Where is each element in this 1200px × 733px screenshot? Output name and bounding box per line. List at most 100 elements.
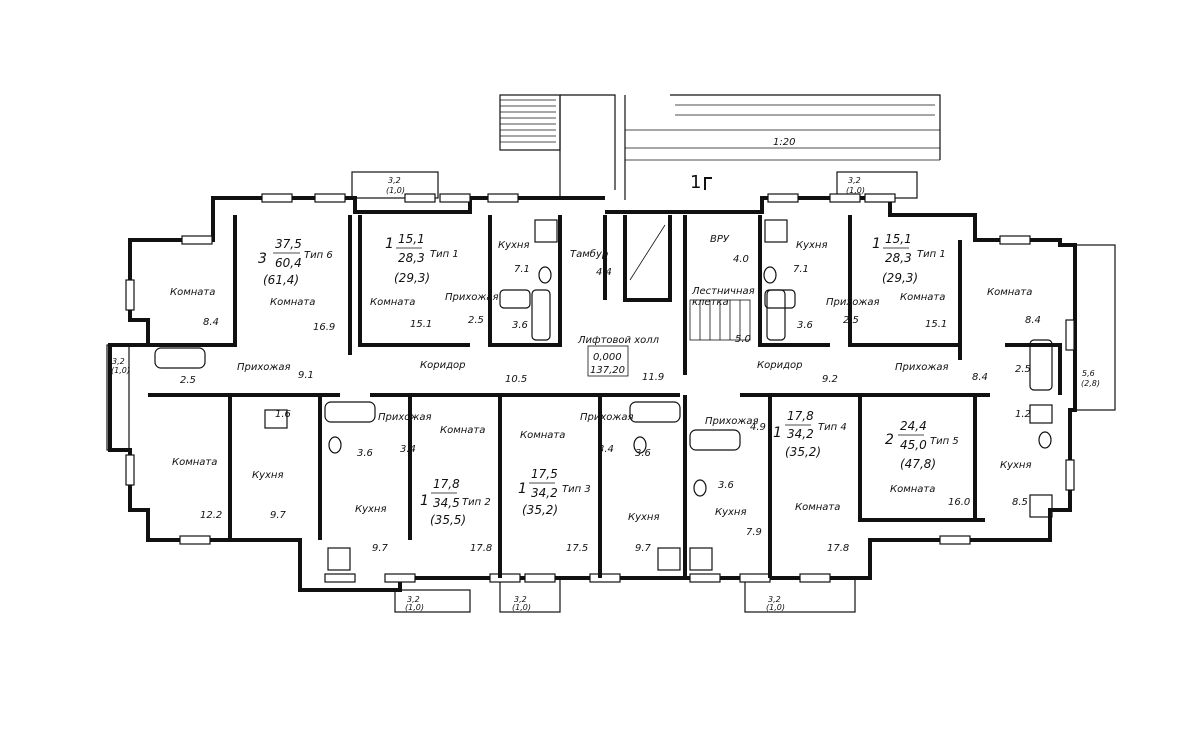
svg-text:Тип 5: Тип 5 (930, 436, 959, 447)
svg-text:9.1: 9.1 (298, 370, 314, 381)
svg-text:17.8: 17.8 (470, 543, 492, 554)
svg-text:1: 1 (872, 236, 881, 252)
svg-text:3.6: 3.6 (635, 448, 651, 459)
svg-text:5.0: 5.0 (735, 334, 751, 345)
svg-text:16.0: 16.0 (948, 497, 970, 508)
room-label-prikhozhaya-4: Прихожая (895, 362, 949, 373)
svg-text:3: 3 (258, 251, 267, 267)
section-mark: 1 (690, 172, 701, 193)
svg-text:2.5: 2.5 (468, 315, 484, 326)
room-labels: Комната Комната Комната Кухня Тамбур При… (170, 234, 1032, 523)
room-label-prikhozhaya-2: Прихожая (826, 297, 880, 308)
svg-text:2: 2 (885, 432, 894, 448)
room-label-kukhnya-4: Кухня (355, 504, 387, 515)
svg-text:8.4: 8.4 (1025, 315, 1041, 326)
room-label-komnata-7: Комната (520, 430, 565, 441)
apartment-type-1-left: 1 15,1 28,3 Тип 1 (29,3) (385, 232, 459, 285)
room-label-komnata-5: Комната (987, 287, 1032, 298)
interior-walls (148, 215, 1062, 578)
svg-text:2.5: 2.5 (180, 375, 196, 386)
svg-text:(1,0): (1,0) (405, 603, 424, 612)
svg-text:3.4: 3.4 (400, 444, 416, 455)
svg-text:9.7: 9.7 (372, 543, 389, 554)
svg-text:28,3: 28,3 (885, 251, 912, 265)
svg-text:7.1: 7.1 (793, 264, 809, 275)
svg-text:4.4: 4.4 (596, 267, 612, 278)
svg-text:(47,8): (47,8) (900, 457, 936, 471)
svg-text:1: 1 (773, 425, 782, 441)
room-label-komnata-6: Комната (440, 425, 485, 436)
svg-text:(2,8): (2,8) (1081, 379, 1100, 388)
room-label-komnata-3: Комната (370, 297, 415, 308)
svg-text:9.7: 9.7 (635, 543, 652, 554)
elevation-value: 0,000 (593, 352, 622, 363)
svg-text:34,5: 34,5 (433, 496, 460, 510)
stair (629, 224, 751, 341)
svg-text:17,5: 17,5 (531, 467, 558, 481)
svg-text:15,1: 15,1 (885, 232, 912, 246)
room-label-kukhnya-1: Кухня (498, 240, 530, 251)
svg-text:34,2: 34,2 (531, 486, 558, 500)
svg-text:Тип 3: Тип 3 (562, 484, 591, 495)
svg-text:2.5: 2.5 (1015, 364, 1031, 375)
elevation-area: 137,20 (590, 365, 625, 376)
svg-text:3.6: 3.6 (797, 320, 813, 331)
svg-text:15.1: 15.1 (410, 319, 432, 330)
svg-text:1: 1 (385, 236, 394, 252)
apartment-type-1-right: 1 15,1 28,3 Тип 1 (29,3) (872, 232, 946, 285)
scale-label: 1:20 (773, 137, 795, 148)
svg-text:15.1: 15.1 (925, 319, 947, 330)
apartment-type-3: 1 17,5 34,2 Тип 3 (35,2) (518, 467, 591, 517)
balconies (106, 171, 1116, 613)
svg-text:12.2: 12.2 (200, 510, 222, 521)
svg-text:(35,5): (35,5) (430, 513, 466, 527)
apartment-type-4: 1 17,8 34,2 Тип 4 (35,2) (773, 409, 847, 459)
svg-text:8.4: 8.4 (972, 372, 988, 383)
svg-text:34,2: 34,2 (787, 427, 814, 441)
room-label-kukhnya-6: Кухня (715, 507, 747, 518)
room-label-koridor-1: Коридор (420, 360, 465, 371)
svg-text:10.5: 10.5 (505, 374, 527, 385)
room-label-komnata-1: Комната (170, 287, 215, 298)
room-label-kukhnya-5: Кухня (628, 512, 660, 523)
svg-text:60,4: 60,4 (275, 256, 302, 270)
svg-text:28,3: 28,3 (398, 251, 425, 265)
svg-text:3,2: 3,2 (514, 595, 527, 604)
svg-text:4.0: 4.0 (733, 254, 749, 265)
svg-text:3,2: 3,2 (112, 357, 125, 366)
windows (125, 193, 1075, 583)
svg-text:24,4: 24,4 (900, 419, 927, 433)
svg-text:17.5: 17.5 (566, 543, 588, 554)
svg-text:5,6: 5,6 (1082, 369, 1095, 378)
svg-text:17,8: 17,8 (787, 409, 814, 423)
room-label-lift-hall: Лифтовой холл (577, 335, 660, 346)
svg-text:(35,2): (35,2) (522, 503, 558, 517)
svg-text:Тип 6: Тип 6 (304, 250, 333, 261)
apartment-type-5: 2 24,4 45,0 Тип 5 (47,8) (885, 419, 959, 471)
plumbing-fixtures (154, 219, 1053, 571)
room-label-koridor-2: Коридор (757, 360, 802, 371)
room-label-kukhnya-2: Кухня (796, 240, 828, 251)
room-label-lestnichnaya-2: клетка (692, 297, 729, 308)
elevation-box (587, 345, 629, 377)
room-label-tambur: Тамбур (570, 248, 608, 260)
svg-text:Тип 1: Тип 1 (917, 249, 946, 260)
room-label-kukhnya-3: Кухня (252, 470, 284, 481)
svg-text:(1,0): (1,0) (846, 186, 865, 195)
svg-text:(61,4): (61,4) (263, 273, 299, 287)
svg-text:1.6: 1.6 (275, 409, 291, 420)
svg-text:(35,2): (35,2) (785, 445, 821, 459)
svg-text:45,0: 45,0 (900, 438, 927, 452)
room-label-komnata-10: Комната (890, 484, 935, 495)
room-label-kukhnya-7: Кухня (1000, 460, 1032, 471)
room-label-komnata-4: Комната (900, 292, 945, 303)
balcony-labels: 3,2 (1,0) 3,2 (1,0) 3,2 (1,0) 5,6 (2,8) … (111, 176, 1100, 612)
svg-text:3,2: 3,2 (848, 176, 861, 185)
svg-text:4.9: 4.9 (750, 422, 766, 433)
svg-text:1: 1 (518, 481, 527, 497)
svg-text:3.4: 3.4 (598, 444, 614, 455)
svg-text:37,5: 37,5 (275, 237, 302, 251)
svg-text:8.5: 8.5 (1012, 497, 1028, 508)
svg-text:3,2: 3,2 (768, 595, 781, 604)
